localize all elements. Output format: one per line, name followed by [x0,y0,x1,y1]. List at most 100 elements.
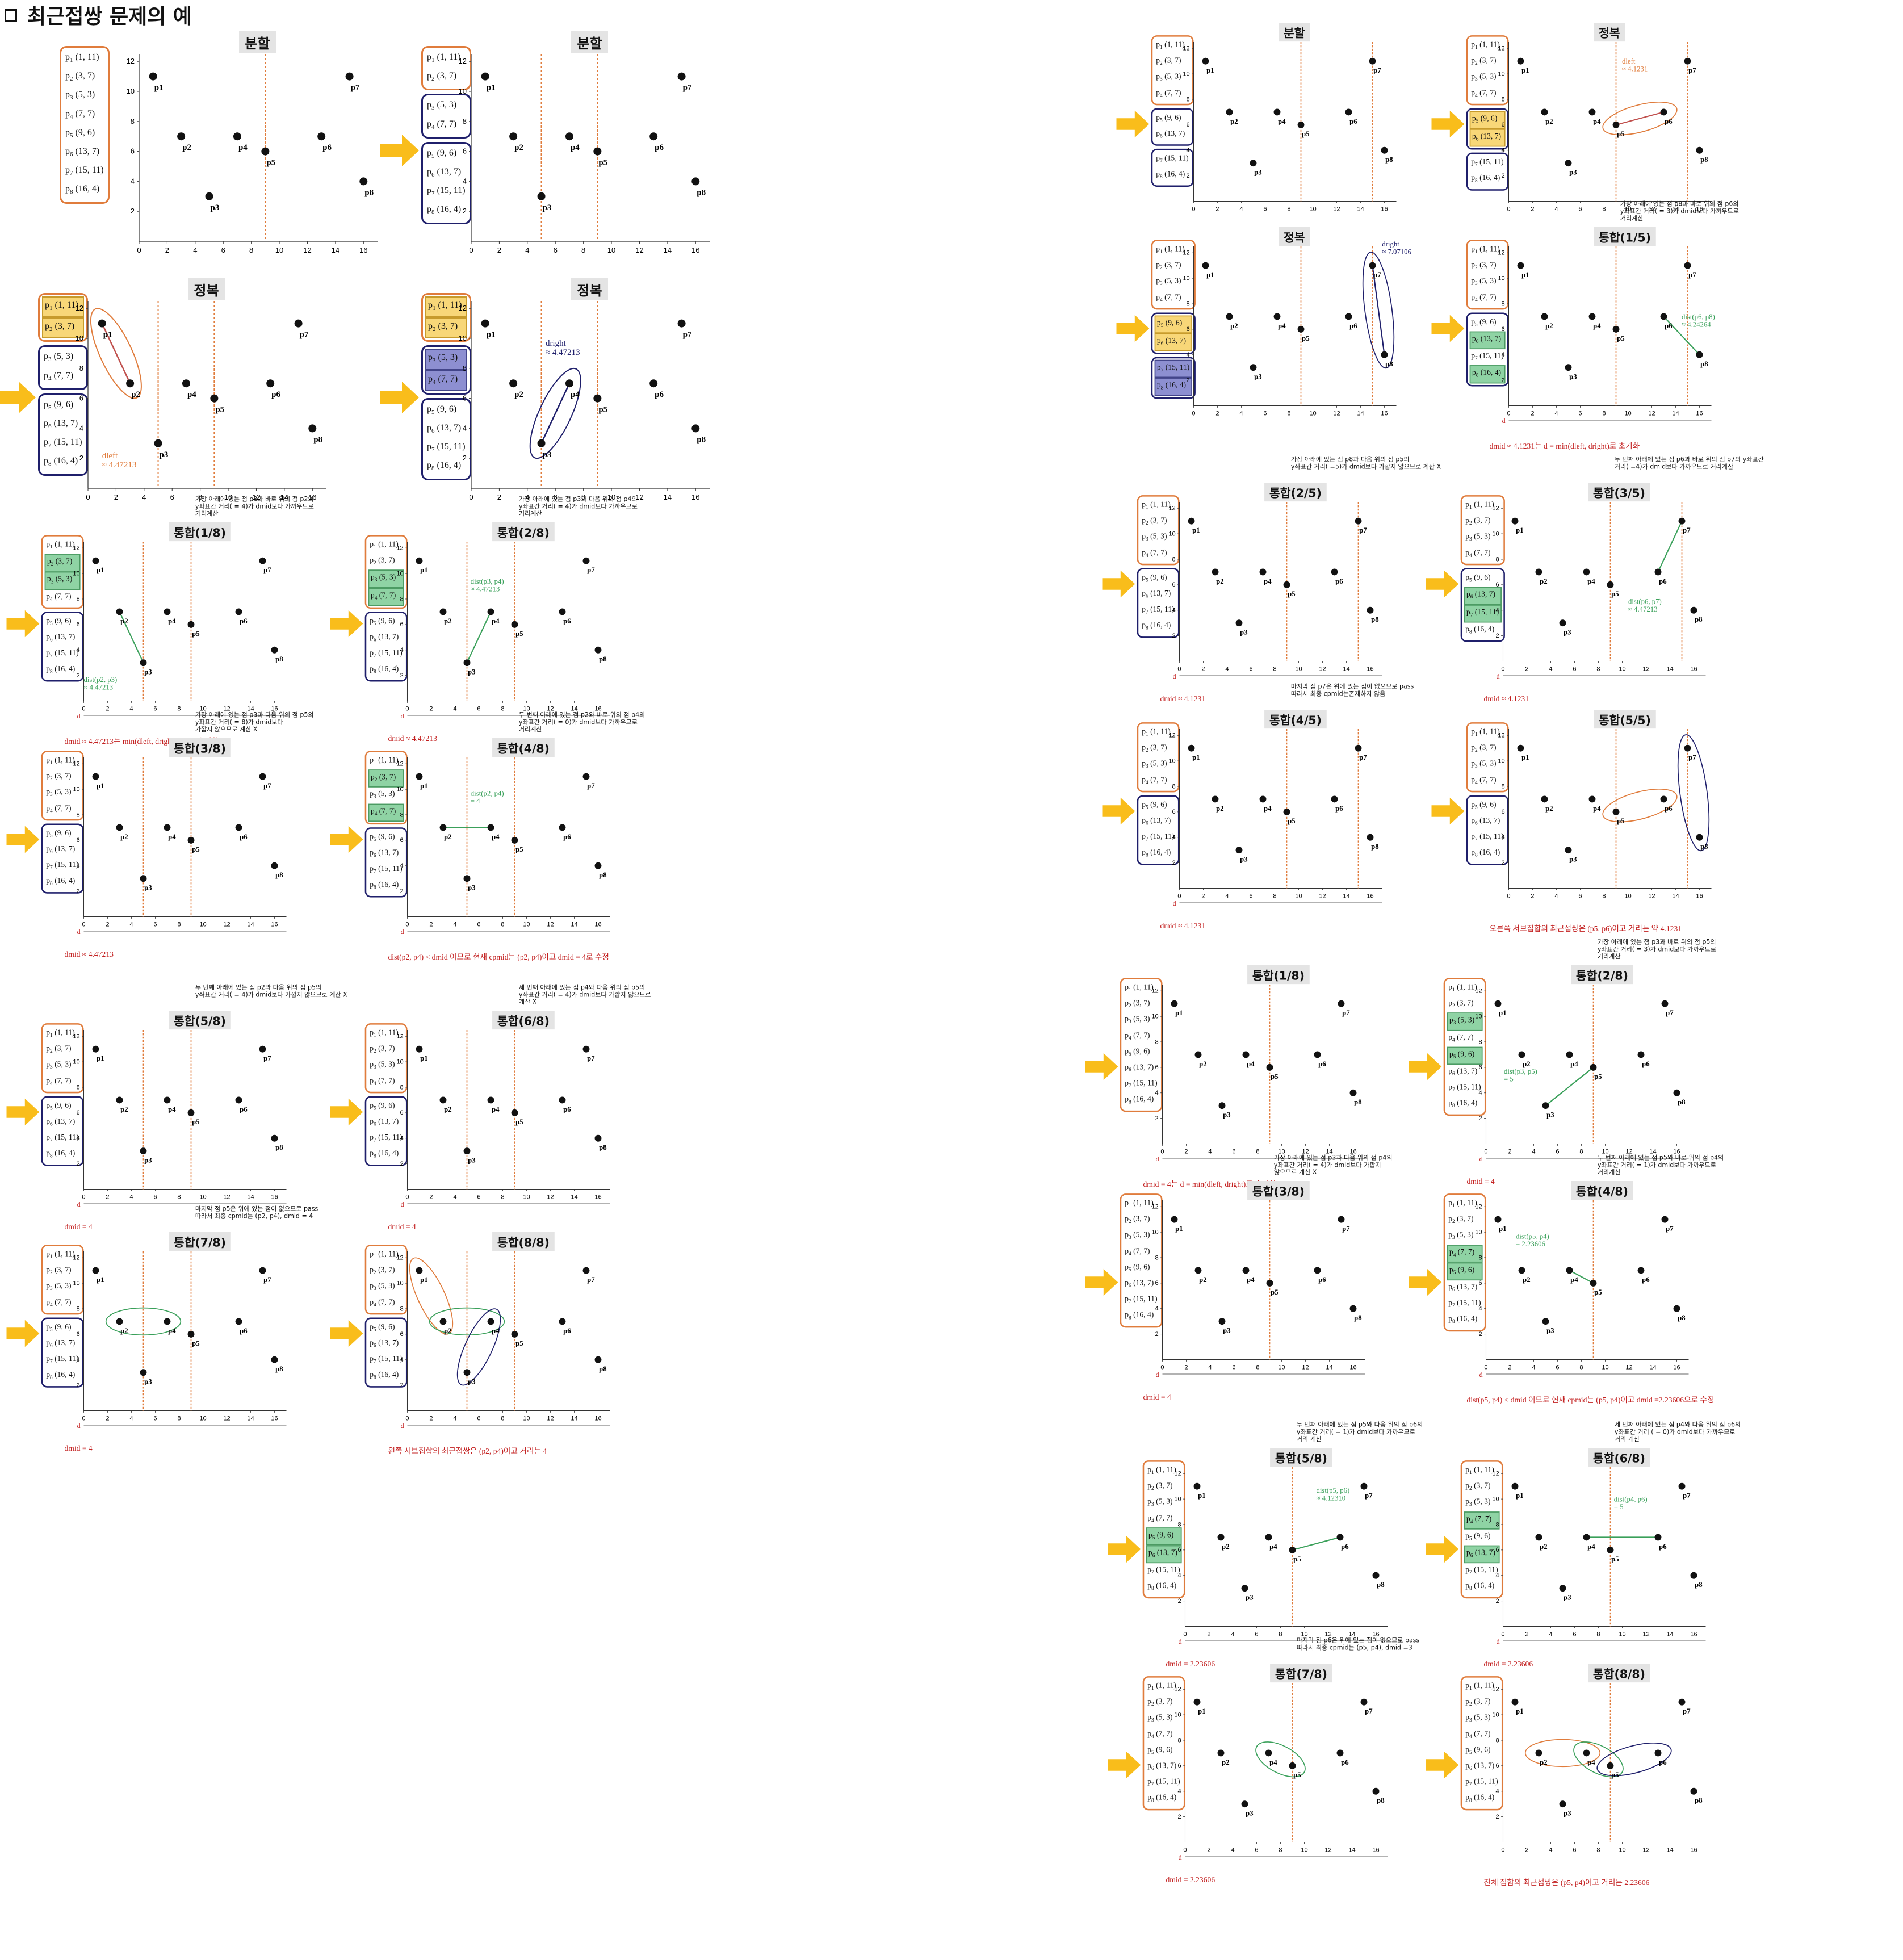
step-title: 정복 [188,278,225,300]
y-tick-label: 8 [1502,96,1505,103]
panel-l4: p1 (1, 11)p2 (3, 7)p3 (5, 3)p4 (7, 7)p5 … [380,278,727,505]
point-label: p2 [1222,1543,1229,1551]
point-label: p4 [492,1327,500,1335]
point-group: p1 (1, 11)p2 (3, 7)p3 (5, 3)p4 (7, 7) [364,751,408,824]
point-label: p8 [599,871,606,879]
point-p1 [416,773,423,780]
x-tick-label: 12 [223,706,230,713]
distance-annotation: dist(p6, p7) [1628,598,1662,606]
x-tick-label: 12 [1302,1364,1309,1371]
point-p7 [1684,262,1691,269]
point-item: p4 (7, 7) [1471,89,1497,99]
step-arrow-icon [1102,570,1135,598]
point-label: p3 [1254,373,1261,381]
point-item: p7 (15, 11) [46,648,79,659]
x-tick-label: 16 [271,922,278,928]
point-label: p3 [1254,169,1261,177]
x-tick-label: 8 [501,1415,504,1422]
point-label: p6 [240,1105,247,1113]
step-title: 정복 [1594,23,1625,42]
y-tick-label: 12 [1475,1204,1482,1211]
x-tick-label: 4 [1231,1847,1234,1854]
point-label: p6 [1642,1060,1649,1068]
y-tick-label: 10 [1151,1013,1158,1020]
y-tick-label: 10 [396,1280,403,1287]
point-label: p5 [1617,130,1624,138]
d-label: d [1497,672,1500,680]
distance-segment [1657,521,1683,572]
point-label: p4 [1593,322,1601,330]
y-tick-label: 4 [1187,351,1190,358]
point-item: p5 (9, 6) [1447,1262,1483,1281]
point-label: p8 [1700,360,1708,368]
point-label: p1 [1499,1009,1506,1017]
panel-w5: p1 (1, 11)p2 (3, 7)p3 (5, 3)p4 (7, 7)p5 … [1108,1421,1423,1668]
point-item: p2 (3, 7) [46,1266,72,1276]
step-caption: dmid ≈ 4.47213 [64,950,114,959]
point-item: p4 (7, 7) [427,119,457,131]
y-tick-label: 4 [1502,351,1505,358]
distance-segment [1372,265,1385,355]
point-label: p5 [1594,1288,1602,1296]
step-title: 통합(7/8) [169,1232,231,1251]
point-group: p5 (9, 6)p6 (13, 7)p7 (15, 11)p8 (16, 4) [1460,568,1505,642]
point-p8 [1367,606,1374,614]
y-tick-label: 10 [1498,275,1504,282]
y-tick-label: 4 [1479,1305,1482,1312]
point-group: p1 (1, 11)p2 (3, 7)p3 (5, 3)p4 (7, 7) [41,751,84,821]
distance-annotation: ≈ 4.47213 [546,348,580,357]
point-p6 [1314,1267,1321,1274]
step-title: 통합(1/8) [1247,965,1310,985]
x-tick-label: 12 [223,922,230,928]
x-tick-label: 0 [1183,1631,1187,1638]
y-tick-label: 4 [131,177,135,185]
x-tick-label: 2 [1531,893,1534,900]
y-tick-label: 6 [1502,326,1505,333]
y-tick-label: 10 [396,786,403,793]
point-label: p1 [97,1276,104,1284]
point-label: p6 [563,833,571,841]
point-label: p3 [144,1157,152,1165]
point-group: p1 (1, 11)p2 (3, 7) [421,46,471,91]
point-item: p4 (7, 7) [425,370,467,391]
step-caption: dmid ≈ 4.47213 [388,735,437,743]
y-tick-label: 8 [400,811,404,818]
x-tick-label: 6 [153,706,157,713]
point-p8 [1381,146,1388,154]
point-p1 [1511,517,1519,525]
point-label: p5 [1293,1771,1301,1779]
point-p2 [1226,108,1233,116]
point-p2 [126,379,135,388]
x-tick-label: 16 [308,493,316,501]
point-item: p8 (16, 4) [46,877,76,887]
point-label: p7 [1342,1225,1350,1233]
y-tick-label: 12 [1492,1686,1499,1693]
step-title: 통합(8/8) [1588,1664,1650,1683]
point-group: p1 (1, 11)p2 (3, 7)p3 (5, 3)p4 (7, 7) [1466,240,1509,310]
point-label: p2 [120,833,128,841]
point-p7 [1369,262,1376,269]
point-p4 [164,824,171,831]
point-label: p4 [187,390,196,399]
point-item: p5 (9, 6) [427,404,457,416]
point-item: p1 (1, 11) [46,1250,75,1260]
point-item: p2 (3, 7) [1448,999,1474,1009]
point-p4 [1566,1267,1573,1274]
point-label: p8 [697,188,706,197]
point-label: p2 [1545,805,1553,813]
y-tick-label: 10 [1174,1712,1181,1719]
y-tick-label: 8 [79,364,83,372]
point-label: p7 [1683,526,1691,534]
pair-ellipse [1596,1742,1672,1777]
point-label: p6 [1349,118,1357,125]
step-arrow-icon [1426,1751,1459,1779]
point-label: p7 [587,1054,595,1062]
step-arrow-icon [330,1320,363,1347]
point-item: p6 (13, 7) [1471,816,1500,826]
point-list: p1 (1, 11)p2 (3, 7)p3 (5, 3)p4 (7, 7)p5 … [364,751,408,900]
point-label: p3 [1546,1111,1554,1119]
point-label: p7 [1666,1009,1674,1017]
point-item: p8 (16, 4) [46,1371,76,1381]
